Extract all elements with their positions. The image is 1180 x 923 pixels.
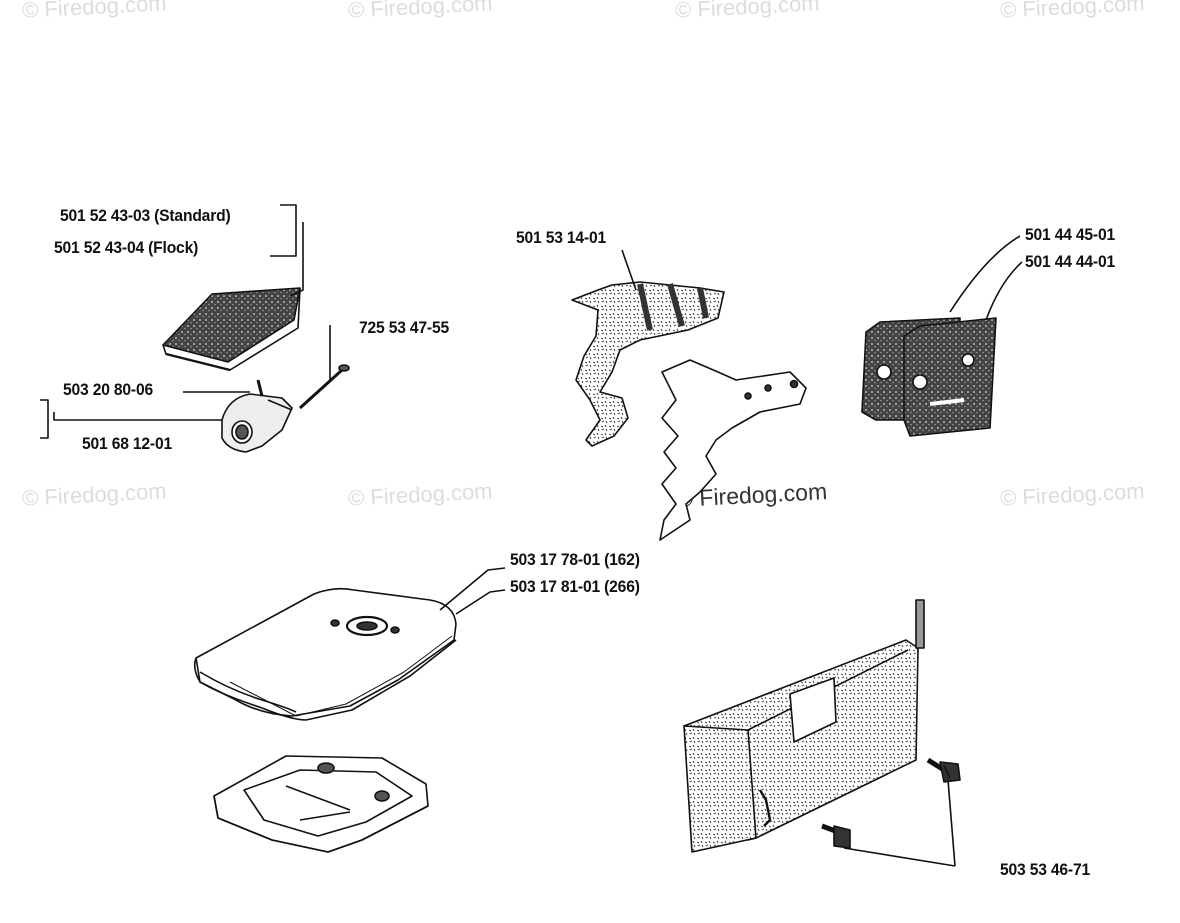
leader-line [621, 249, 637, 291]
leader-line [53, 412, 222, 421]
heat-shield-part [861, 317, 997, 437]
part-label-501-44-45-01: 501 44 45-01 [1025, 225, 1115, 244]
screw-part [298, 364, 350, 410]
guide-plate-part [571, 281, 725, 447]
leader-line [843, 765, 956, 867]
carburetor-adapter-part [221, 379, 293, 453]
filter-cover-part [193, 587, 457, 721]
part-label-501-68-12-01: 501 68 12-01 [82, 434, 172, 453]
leader-line [40, 399, 49, 439]
part-label-503-17-81-01: 503 17 81-01 (266) [510, 577, 640, 596]
leader-line [289, 222, 304, 297]
part-label-air-filter-standard: 501 52 43-03 (Standard) [60, 206, 231, 225]
part-label-501-53-14-01: 501 53 14-01 [516, 228, 606, 247]
leader-line [455, 589, 506, 615]
leader-line [949, 235, 1021, 313]
leader-line [439, 567, 506, 611]
cover-panel-part [683, 599, 925, 853]
filter-base-part [213, 755, 429, 853]
air-filter-part [162, 287, 301, 372]
leader-line [985, 261, 1023, 321]
part-label-725-53-47-55: 725 53 47-55 [359, 318, 449, 337]
part-label-503-17-78-01: 503 17 78-01 (162) [510, 550, 640, 569]
part-label-501-44-44-01: 501 44 44-01 [1025, 252, 1115, 271]
leader-line [270, 204, 297, 257]
part-label-503-20-80-06: 503 20 80-06 [63, 380, 153, 399]
part-label-air-filter-flock: 501 52 43-04 (Flock) [54, 238, 199, 257]
spike-bumper-part [659, 359, 807, 541]
part-label-503-53-46-71: 503 53 46-71 [1000, 860, 1090, 879]
